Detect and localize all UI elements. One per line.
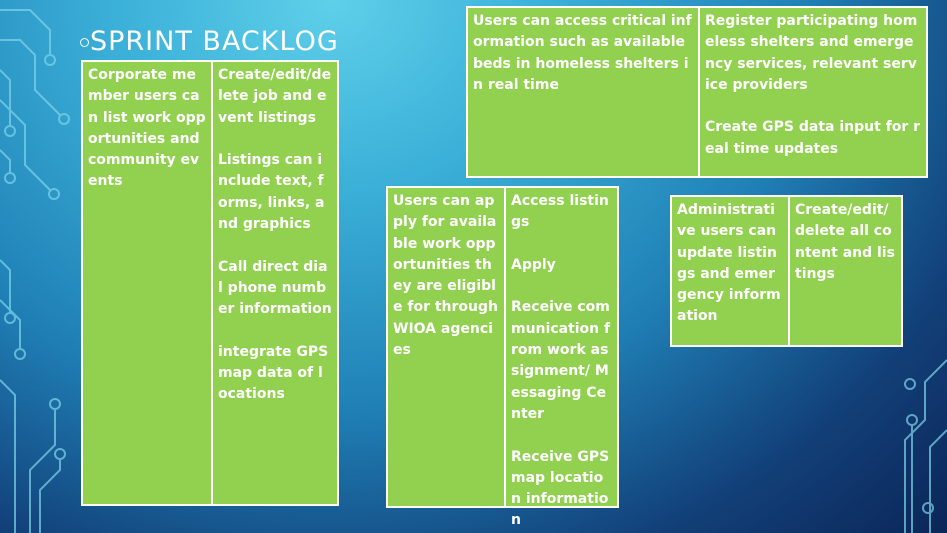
backlog-card: Corporate member users can list work opp… bbox=[81, 60, 339, 506]
user-story: Corporate member users can list work opp… bbox=[83, 62, 211, 504]
user-story-text: Users can apply for available work oppor… bbox=[393, 193, 498, 359]
page-title: SPRINT BACKLOG bbox=[90, 26, 339, 57]
title-bullet bbox=[80, 38, 89, 47]
task-item: Receive GPS map location information bbox=[511, 448, 610, 529]
backlog-card: Users can access critical information su… bbox=[466, 6, 928, 178]
user-story: Users can apply for available work oppor… bbox=[388, 188, 504, 506]
task-item: integrate GPS map data of locations bbox=[218, 343, 329, 403]
task-list: Register participating homeless shelters… bbox=[698, 8, 926, 176]
task-item: Access listings bbox=[511, 193, 609, 231]
task-item: Apply bbox=[511, 256, 556, 273]
backlog-card: Administrative users can update listings… bbox=[670, 195, 903, 347]
user-story: Administrative users can update listings… bbox=[672, 197, 788, 345]
task-item: Register participating homeless shelters… bbox=[705, 13, 918, 93]
task-item: Create/edit/delete job and event listing… bbox=[218, 67, 332, 126]
task-item: Create/edit/delete all content and listi… bbox=[795, 202, 895, 282]
task-list: Create/edit/delete job and event listing… bbox=[211, 62, 337, 504]
task-list: Create/edit/delete all content and listi… bbox=[788, 197, 901, 345]
user-story-text: Users can access critical information su… bbox=[473, 13, 692, 93]
task-item: Create GPS data input for real time upda… bbox=[705, 119, 921, 157]
backlog-card: Users can apply for available work oppor… bbox=[386, 186, 619, 528]
task-item: Listings can include text, forms, links,… bbox=[218, 152, 325, 233]
user-story-text: Corporate member users can list work opp… bbox=[88, 67, 206, 190]
task-list: Access listings Apply Receive communicat… bbox=[504, 188, 617, 528]
user-story-text: Administrative users can update listings… bbox=[677, 202, 781, 325]
task-item: Receive communication from work assignme… bbox=[511, 299, 611, 422]
task-item: Call direct dial phone number informatio… bbox=[218, 258, 332, 318]
user-story: Users can access critical information su… bbox=[468, 8, 698, 176]
